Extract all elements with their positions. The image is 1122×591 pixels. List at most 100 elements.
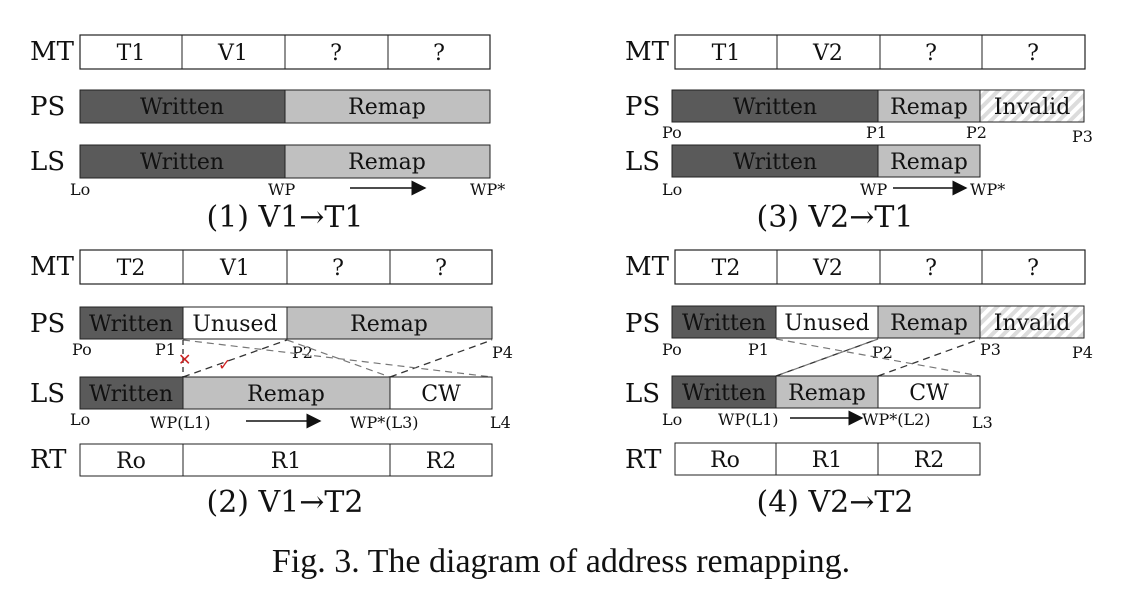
ps-segment-unused: Unused [192,312,277,337]
panel-title: (1) V1→T1 [206,200,363,235]
ls-mark: Lo [70,180,90,199]
ls-segment-written: Written [733,150,817,175]
mt-cell: ? [435,256,447,281]
mt-cell: ? [925,256,937,281]
mt-cell: T2 [117,256,146,281]
mt-cell: T1 [117,41,146,66]
ps-mark: Po [72,340,92,359]
ls-mark: WP(L1) [718,410,779,429]
panel-title: (4) V2→T2 [756,485,913,520]
ls-mark: WP*(L3) [350,413,419,432]
cross-mark-icon: ✕ [178,350,191,369]
ls-row: Written Remap Lo WP WP* [70,144,505,199]
ps-segment-invalid: Invalid [994,95,1071,120]
rt-cell: R2 [426,449,457,474]
rt-cell: R1 [271,449,302,474]
mt-cell: V2 [812,256,843,281]
rt-row: Ro R1 R2 [674,442,981,476]
mt-cell: T2 [712,256,741,281]
panel-4: MT T2 V2 ? ? PS Written Unused Remap Inv… [625,249,1093,520]
ls-mark: Lo [662,410,682,429]
ps-segment-remap: Remap [348,95,426,120]
ls-segment-remap: Remap [890,150,968,175]
mt-cell: ? [1027,41,1039,66]
ps-mark: P3 [1072,127,1093,146]
ls-segment-cw: CW [909,381,949,406]
ls-mark: L4 [490,413,511,432]
panel-title: (3) V2→T1 [756,200,913,235]
check-mark-icon: ✓ [218,355,231,374]
rt-cell: R1 [812,448,843,473]
ls-mark: Lo [70,410,90,429]
ps-mark: P2 [966,123,987,142]
mt-cell: V1 [217,41,248,66]
ls-row: Written Remap CW Lo WP(L1) WP*(L3) L4 [70,376,511,432]
mt-cell: ? [925,41,937,66]
panel-1: MT T1 V1 ? ? PS Written Remap LS Written… [30,34,505,235]
mt-cell: V2 [812,41,843,66]
row-label-rt: RT [625,445,662,475]
rt-cell: R2 [914,448,945,473]
ps-segment-written: Written [89,312,173,337]
row-label-ls: LS [625,379,660,409]
mt-row: T1 V1 ? ? [79,34,491,70]
row-label-mt: MT [30,37,75,67]
mapping-lines [775,338,981,377]
ps-mark: P4 [1072,343,1093,362]
ps-segment-invalid: Invalid [994,311,1071,336]
ls-mark: Lo [662,180,682,199]
row-label-ps: PS [30,92,65,122]
panel-3: MT T1 V2 ? ? PS Written Remap Invalid Po… [625,34,1093,235]
ls-segment-remap: Remap [788,381,866,406]
panel-title: (2) V1→T2 [206,485,363,520]
mt-row: T1 V2 ? ? [674,34,1086,70]
ps-segment-written: Written [140,95,224,120]
ls-row: Written Remap Lo WP WP* [662,144,1005,199]
row-label-ps: PS [30,309,65,339]
row-label-ls: LS [30,147,65,177]
ls-mark: WP*(L2) [862,410,931,429]
row-label-ls: LS [625,147,660,177]
mt-cell: ? [332,256,344,281]
ls-mark: WP [860,180,887,199]
row-label-mt: MT [30,252,75,282]
ls-mark: WP(L1) [150,413,211,432]
row-label-mt: MT [625,252,670,282]
mt-cell: ? [1027,256,1039,281]
ls-segment-remap: Remap [247,382,325,407]
mapping-lines: ✕ ✓ [178,339,493,378]
ps-segment-unused: Unused [784,311,869,336]
ls-row: Written Remap CW Lo WP(L1) WP*(L2) L3 [662,375,993,432]
ps-mark: P1 [748,340,769,359]
ps-segment-written: Written [733,95,817,120]
rt-row: Ro R1 R2 [79,443,493,477]
ps-mark: P1 [866,123,887,142]
ps-row: Written Remap [79,89,491,124]
ps-row: Written Unused Remap Invalid Po P1 P2 P3… [662,305,1093,362]
ps-mark: P4 [492,343,513,362]
ls-segment-written: Written [89,382,173,407]
ls-mark: WP* [470,180,505,199]
ps-segment-written: Written [682,311,766,336]
ps-row: Written Unused Remap Po P1 P2 P4 [72,306,513,362]
mt-cell: T1 [712,41,741,66]
ps-segment-remap: Remap [890,95,968,120]
ps-segment-remap: Remap [350,312,428,337]
ls-mark: WP* [970,180,1005,199]
rt-cell: Ro [116,449,146,474]
row-label-rt: RT [30,445,67,475]
row-label-mt: MT [625,37,670,67]
ps-mark: P2 [292,343,313,362]
row-label-ps: PS [625,309,660,339]
ps-segment-remap: Remap [890,311,968,336]
ls-segment-written: Written [682,381,766,406]
ps-row: Written Remap Invalid Po P1 P2 P3 [662,89,1093,146]
ps-mark: P3 [980,340,1001,359]
mt-row: T2 V2 ? ? [674,249,1086,285]
ps-mark: P2 [872,343,893,362]
mt-cell: ? [330,41,342,66]
ps-mark: Po [662,340,682,359]
rt-cell: Ro [710,448,740,473]
ls-segment-cw: CW [421,382,461,407]
